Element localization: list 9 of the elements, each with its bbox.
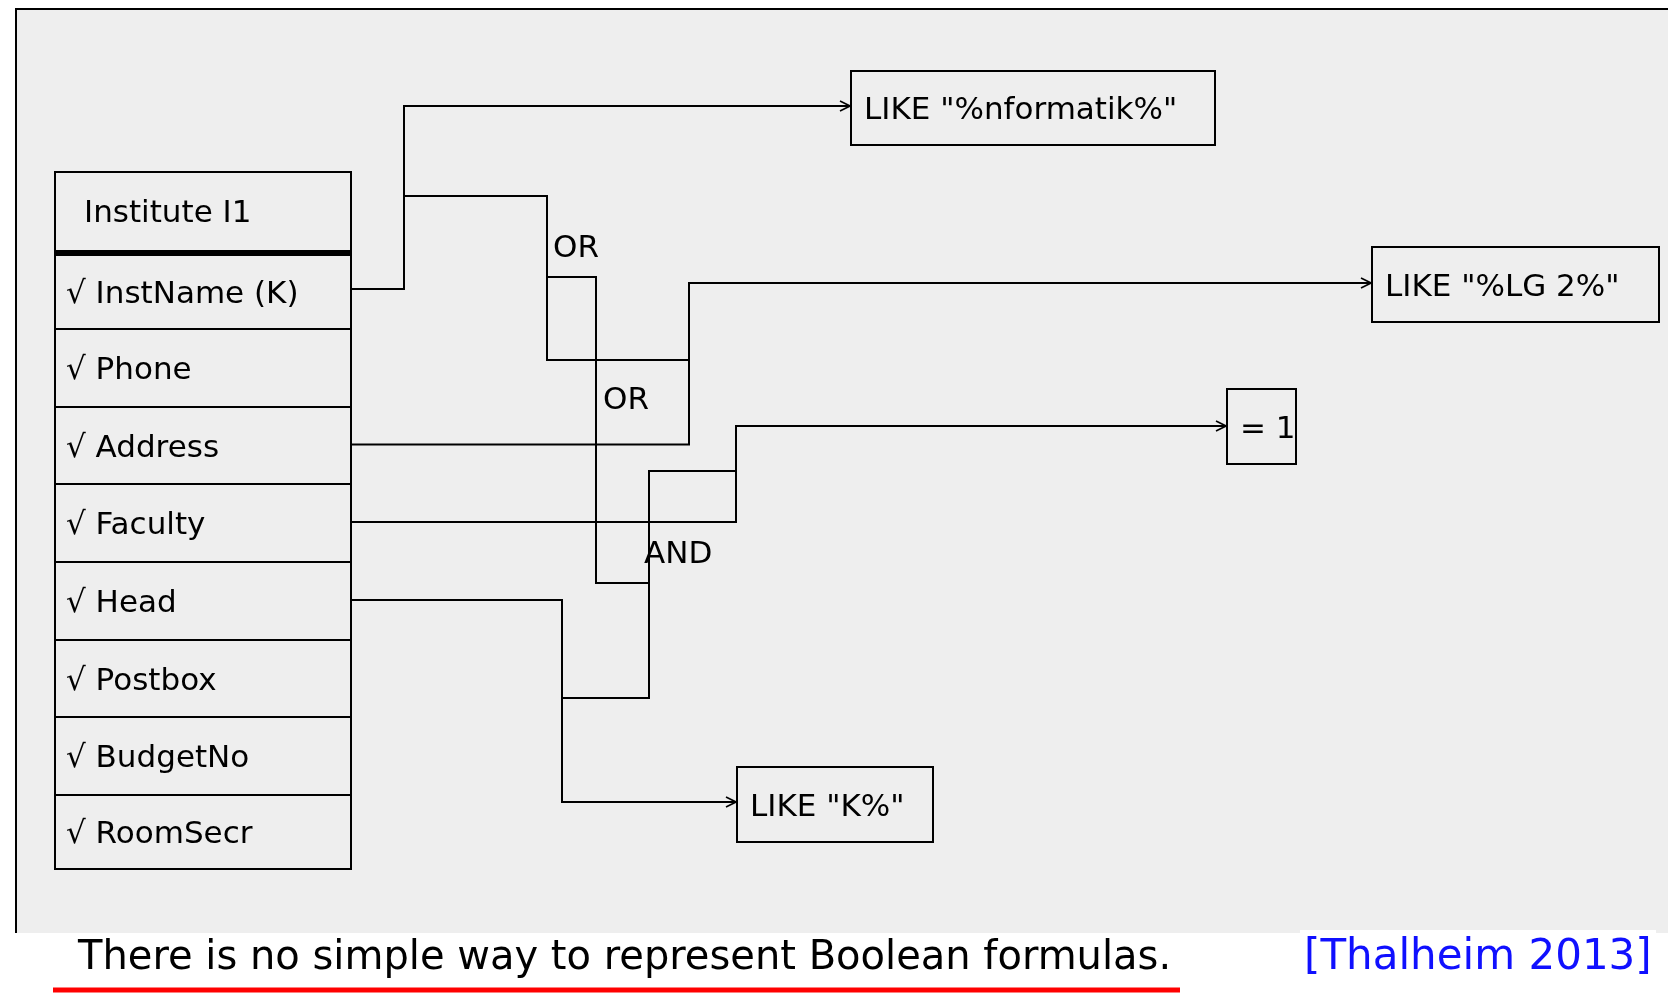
table-title: Institute I1	[84, 193, 252, 229]
condition-box: LIKE "%nformatik%"	[850, 70, 1216, 146]
operator-label: OR	[553, 228, 599, 264]
condition-box: LIKE "%LG 2%"	[1371, 246, 1660, 323]
entity-table	[54, 171, 352, 870]
condition-box: = 1	[1226, 388, 1297, 465]
caption: There is no simple way to represent Boolean formulas.	[78, 932, 1172, 978]
operator-label: OR	[603, 380, 649, 416]
condition-box: LIKE "K%"	[736, 766, 934, 843]
